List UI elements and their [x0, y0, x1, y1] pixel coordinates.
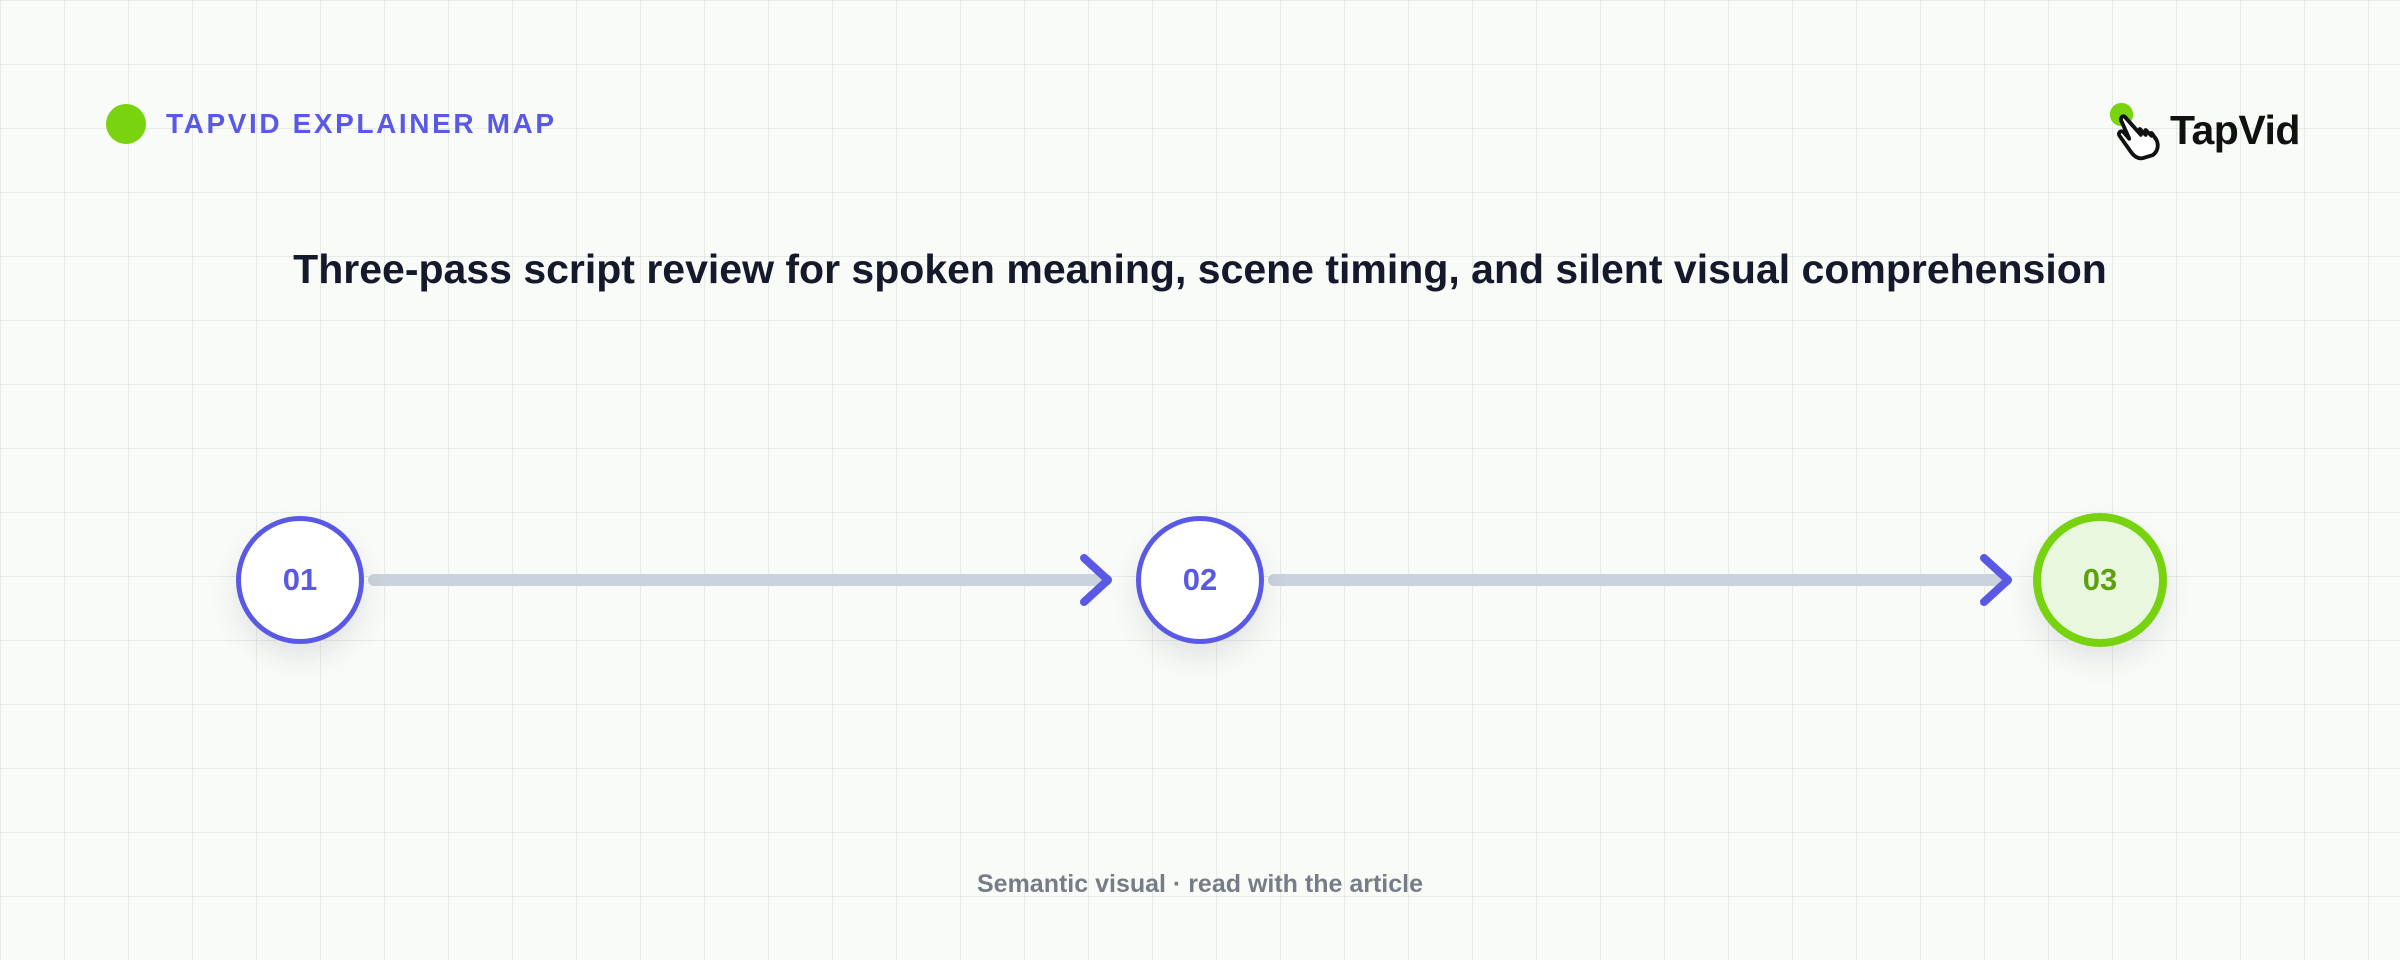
step-node-03: 03	[2033, 513, 2167, 647]
connector-arrow-2-3	[1268, 554, 2012, 606]
page-title: Three-pass script review for spoken mean…	[293, 246, 2107, 292]
tapvid-logo: TapVid	[2106, 100, 2300, 161]
logo-wordmark: TapVid	[2170, 106, 2300, 153]
step-label: 01	[282, 562, 318, 597]
eyebrow-label: TAPVID EXPLAINER MAP	[166, 108, 557, 139]
step-flow: 01 02 03	[0, 440, 2400, 710]
step-node-01: 01	[236, 516, 364, 644]
step-label: 02	[1182, 562, 1218, 597]
footer-note: Semantic visual · read with the article	[977, 870, 1423, 898]
step-label: 03	[2082, 562, 2118, 597]
brand-tag: TAPVID EXPLAINER MAP	[106, 104, 557, 144]
connector-arrow-1-2	[368, 554, 1112, 606]
step-node-02: 02	[1136, 516, 1264, 644]
brand-dot-icon	[106, 104, 146, 144]
pointer-hand-icon	[2109, 102, 2160, 161]
